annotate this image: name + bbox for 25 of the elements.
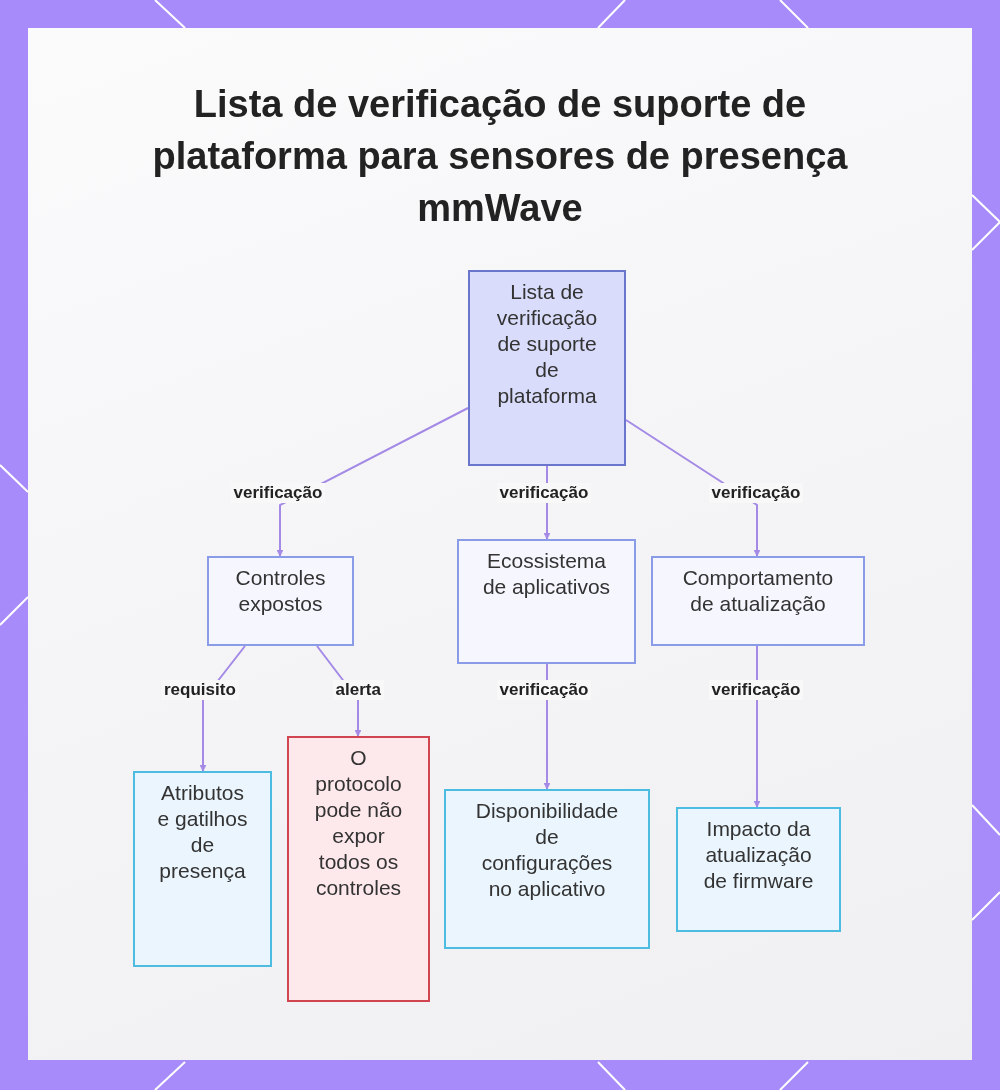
title: Lista de verificação de suporte de plataforma para sensores de presença mmWave (151, 82, 849, 231)
edge-label: requisito (161, 680, 239, 700)
node-text: Disponibilidade de configurações no aplicativo (474, 798, 620, 902)
node-text: O protocolo pode não expor todos os controles (313, 745, 404, 901)
edge-label: verificação (230, 483, 326, 503)
node-text: Atributos e gatilhos de presença (156, 780, 249, 884)
node-text: Comportamento de atualização (681, 565, 835, 617)
edge-label: verificação (708, 483, 804, 503)
detail-box (444, 789, 650, 949)
edge-label: verificação (708, 680, 804, 700)
node-text: Impacto da atualização de firmware (702, 816, 815, 894)
node-text: Ecossistema de aplicativos (481, 548, 612, 600)
warning-box (287, 736, 430, 1002)
edge-label: alerta (332, 680, 384, 700)
node-text: Lista de verificação de suporte de plataforma (495, 279, 599, 409)
root-box (468, 270, 626, 466)
detail-box (133, 771, 272, 967)
category-box (651, 556, 865, 646)
category-box (457, 539, 636, 664)
detail-box (676, 807, 841, 932)
edge-label: verificação (496, 680, 592, 700)
edge-label: verificação (496, 483, 592, 503)
arrow (753, 645, 761, 808)
category-box (207, 556, 354, 646)
node-text: Controles expostos (234, 565, 327, 617)
